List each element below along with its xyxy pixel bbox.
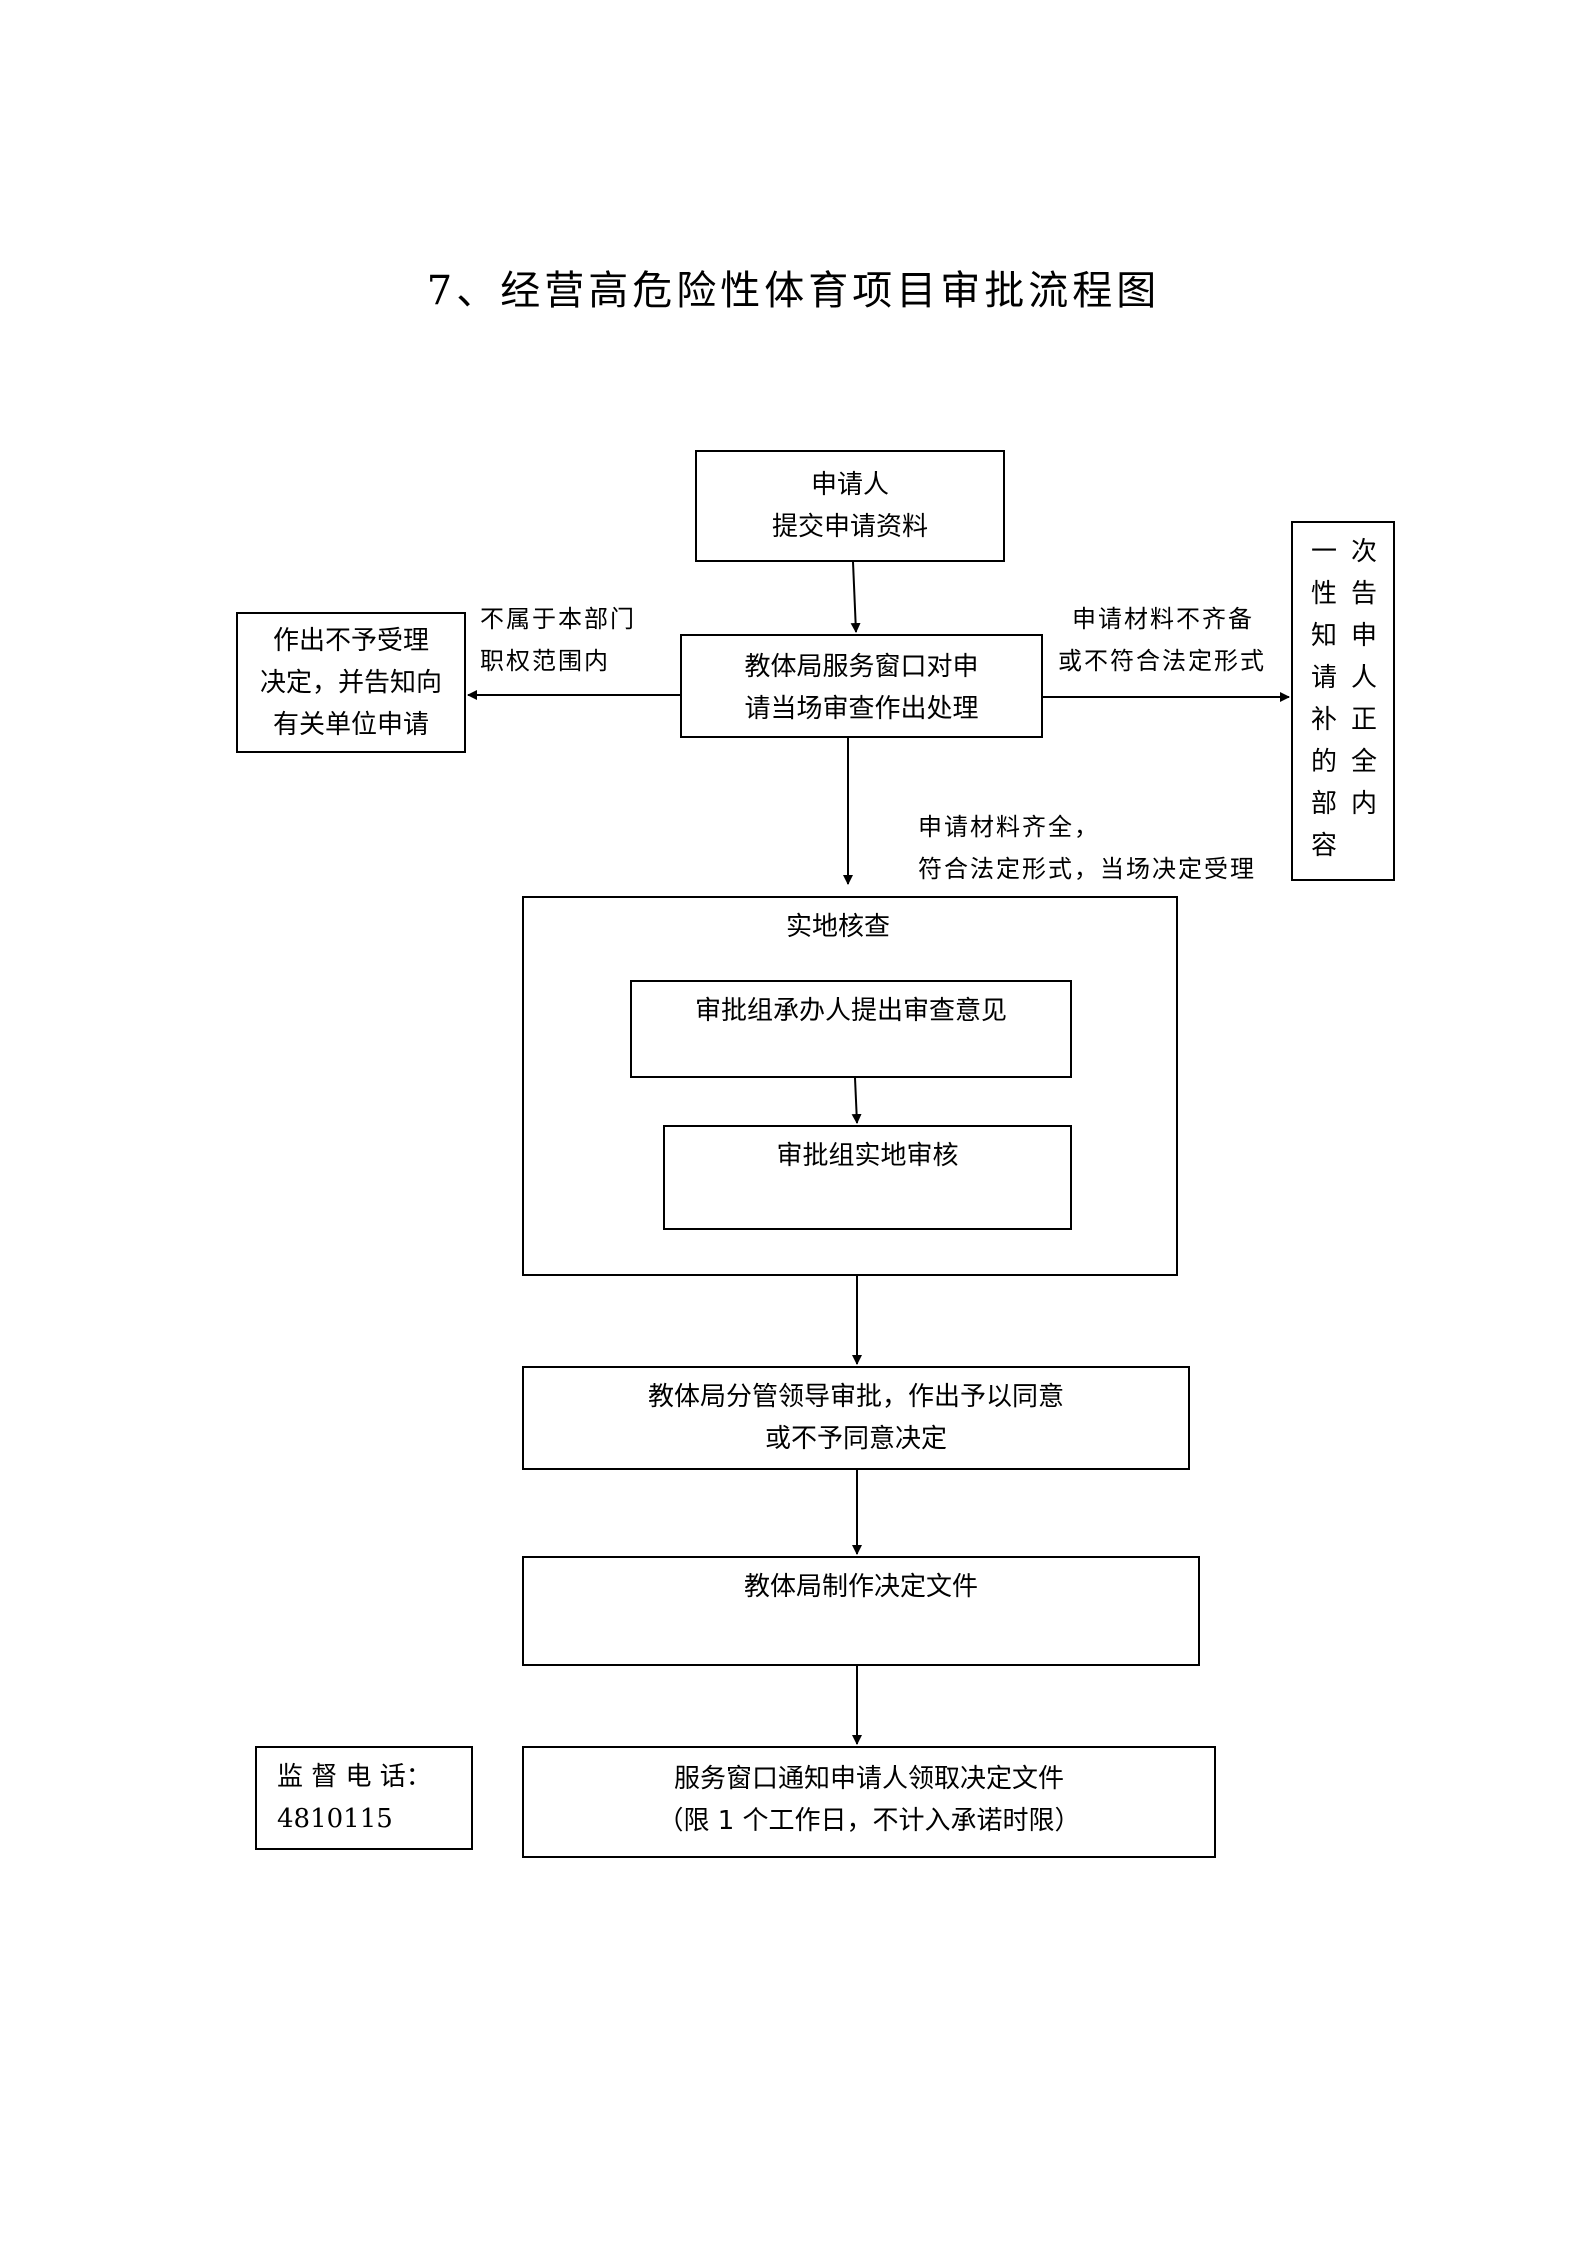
- opinion-node: 审批组承办人提出审查意见: [630, 980, 1072, 1078]
- site-check-group: 实地核查: [522, 896, 1178, 1276]
- notify-char: 内: [1350, 789, 1377, 819]
- incomplete-line-1: 申请材料不齐备: [1072, 605, 1254, 633]
- notify-char: 补: [1310, 705, 1337, 735]
- final-line-1: 服务窗口通知申请人领取决定文件: [673, 1764, 1064, 1794]
- not-in-scope-line-2: 职权范围内: [480, 647, 610, 675]
- site-check-title: 实地核查: [785, 912, 890, 942]
- not-in-scope-label: 不属于本部门 职权范围内: [480, 598, 636, 682]
- notify-char: 申: [1350, 621, 1377, 651]
- supervise-number: 4810115: [277, 1804, 393, 1834]
- notify-char: 全: [1350, 747, 1377, 777]
- applicant-line-1: 申请人: [810, 470, 889, 500]
- incomplete-label: 申请材料不齐备 或不符合法定形式: [1058, 598, 1266, 682]
- leader-approval-node: 教体局分管领导审批，作出予以同意 或不予同意决定: [522, 1366, 1190, 1470]
- make-document-text: 教体局制作决定文件: [743, 1572, 978, 1602]
- supervise-phone-box: 监 督 电 话： 4810115: [255, 1746, 473, 1850]
- page-title: 7、经营高危险性体育项目审批流程图: [426, 268, 1161, 314]
- notify-char: 性: [1310, 579, 1337, 609]
- supervise-label: 监 督 电 话：: [277, 1762, 432, 1792]
- window-review-node: 教体局服务窗口对申 请当场审查作出处理: [680, 634, 1043, 738]
- notify-node: 一 性 知 请 补 的 部 容 次 告 申 人 正 全 内: [1291, 521, 1395, 881]
- notify-char: 一: [1310, 537, 1337, 567]
- complete-line-1: 申请材料齐全，: [918, 813, 1100, 841]
- reject-line-3: 有关单位申请: [272, 710, 429, 740]
- opinion-text: 审批组承办人提出审查意见: [694, 996, 1007, 1026]
- notify-char: 告: [1350, 579, 1377, 609]
- notify-char: 次: [1350, 537, 1377, 567]
- notify-char: 的: [1310, 747, 1337, 777]
- applicant-line-2: 提交申请资料: [771, 512, 928, 542]
- window-review-line-1: 教体局服务窗口对申: [744, 652, 979, 682]
- make-document-node: 教体局制作决定文件: [522, 1556, 1200, 1666]
- notify-char: 容: [1310, 831, 1337, 861]
- leader-line-2: 或不予同意决定: [764, 1424, 947, 1454]
- incomplete-line-2: 或不符合法定形式: [1058, 647, 1266, 675]
- reject-node: 作出不予受理 决定，并告知向 有关单位申请: [236, 612, 466, 753]
- not-in-scope-line-1: 不属于本部门: [480, 605, 636, 633]
- notify-char: 知: [1310, 621, 1337, 651]
- applicant-node: 申请人 提交申请资料: [695, 450, 1005, 562]
- leader-line-1: 教体局分管领导审批，作出予以同意: [647, 1382, 1064, 1412]
- reject-line-1: 作出不予受理: [272, 626, 429, 656]
- window-review-line-2: 请当场审查作出处理: [744, 694, 979, 724]
- notify-char: 人: [1350, 663, 1377, 693]
- complete-label: 申请材料齐全， 符合法定形式，当场决定受理: [918, 806, 1256, 890]
- final-line-2: （限 1 个工作日，不计入承诺时限）: [657, 1806, 1081, 1836]
- site-audit-text: 审批组实地审核: [776, 1141, 959, 1171]
- notify-char: 正: [1350, 705, 1377, 735]
- arrow-applicant-to-review: [850, 561, 861, 633]
- reject-line-2: 决定，并告知向: [259, 668, 442, 698]
- notify-char: 部: [1310, 789, 1337, 819]
- final-notify-node: 服务窗口通知申请人领取决定文件 （限 1 个工作日，不计入承诺时限）: [522, 1746, 1216, 1858]
- notify-char: 请: [1310, 663, 1337, 693]
- complete-line-2: 符合法定形式，当场决定受理: [918, 855, 1256, 883]
- site-audit-node: 审批组实地审核: [663, 1125, 1072, 1230]
